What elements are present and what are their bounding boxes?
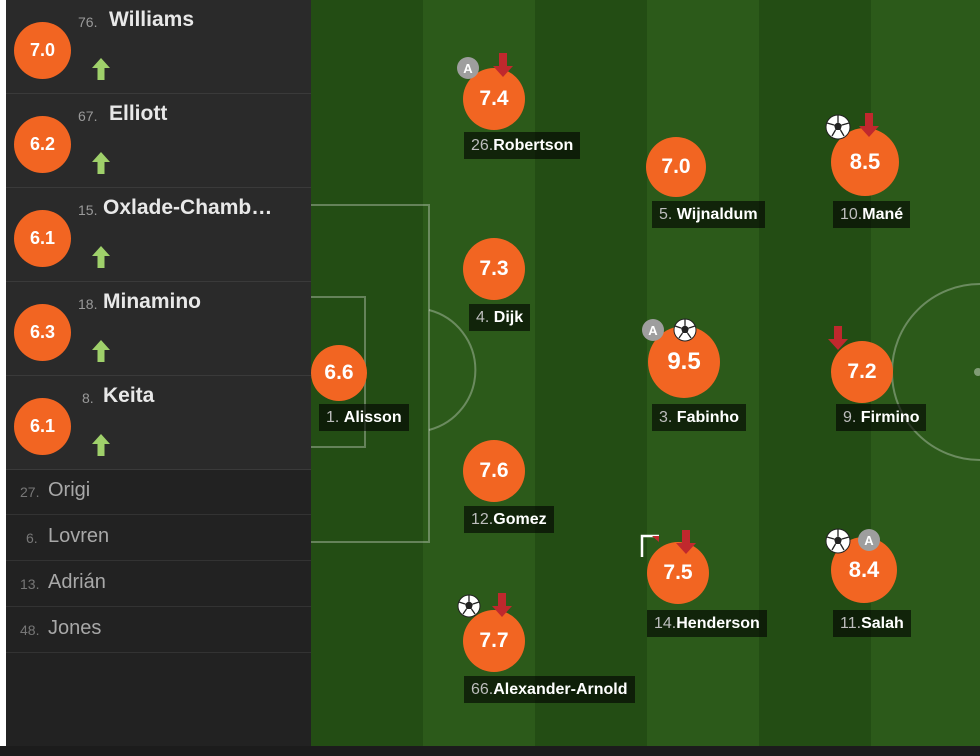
shirt-number: 4.	[476, 309, 490, 326]
shirt-number: 6.	[26, 530, 38, 546]
player-rating-badge: 6.1	[14, 398, 71, 455]
player-rating-badge: 7.7	[463, 610, 525, 672]
player-rating-badge: 6.6	[311, 345, 367, 401]
bottom-bar	[0, 746, 980, 756]
up-arrow-icon	[92, 58, 110, 80]
football-icon	[457, 594, 481, 618]
player-name: Oxlade-Chamb…	[103, 196, 273, 219]
svg-text:A: A	[463, 61, 473, 76]
player-label: 5. Wijnaldum	[652, 201, 765, 228]
player-rating-badge: 6.1	[14, 210, 71, 267]
player-rating-badge: 7.0	[646, 137, 706, 197]
bench-row[interactable]: 48. Jones	[6, 606, 311, 653]
player-name: Williams	[109, 8, 195, 31]
player-label: 10.Mané	[833, 201, 911, 228]
player-name: Keita	[103, 384, 155, 407]
player-name: Alexander-Arnold	[493, 681, 628, 698]
bench-row[interactable]: 13. Adrián	[6, 560, 311, 607]
football-icon	[825, 114, 851, 140]
player-name: Lovren	[48, 525, 110, 547]
up-arrow-icon	[92, 152, 110, 174]
shirt-number: 10.	[840, 206, 863, 223]
player-name: Elliott	[109, 102, 168, 125]
substitute-row[interactable]: 7.0 76. Williams	[6, 0, 311, 94]
player-label: 1. Alisson	[319, 404, 409, 431]
substitute-row[interactable]: 6.1 8. Keita	[6, 376, 311, 470]
player-name: Fabinho	[676, 409, 740, 426]
football-icon	[825, 528, 851, 554]
assist-icon: A	[642, 319, 664, 341]
player-rating-badge: 7.4	[463, 68, 525, 130]
substitute-row[interactable]: 6.1 15. Oxlade-Chamb…	[6, 188, 311, 282]
bench-row[interactable]: 6. Lovren	[6, 514, 311, 561]
player-name: Alisson	[343, 409, 402, 426]
player-label: 14.Henderson	[647, 610, 767, 637]
sub-off-arrow-icon	[859, 113, 879, 137]
shirt-number: 3.	[659, 409, 673, 426]
shirt-number: 14.	[654, 615, 677, 632]
player-label: 66.Alexander-Arnold	[464, 676, 635, 703]
player-name: Jones	[48, 617, 102, 639]
player-name: Mané	[862, 206, 904, 223]
player-rating-badge: 7.6	[463, 440, 525, 502]
up-arrow-icon	[92, 340, 110, 362]
substitute-row[interactable]: 6.2 67. Elliott	[6, 94, 311, 188]
sub-off-arrow-icon	[828, 326, 848, 350]
svg-text:A: A	[648, 323, 658, 338]
shirt-number: 26.	[471, 137, 494, 154]
player-name: Robertson	[493, 137, 574, 154]
sub-off-arrow-icon	[676, 530, 696, 554]
player-name: Wijnaldum	[676, 206, 758, 223]
player-label: 4. Dijk	[469, 304, 531, 331]
corner-flag-icon	[640, 534, 659, 557]
player-rating-badge: 7.0	[14, 22, 71, 79]
bench-row[interactable]: 27. Origi	[6, 468, 311, 515]
player-rating-badge: 6.2	[14, 116, 71, 173]
assist-icon: A	[457, 57, 479, 79]
shirt-number: 12.	[471, 511, 494, 528]
player-label: 11.Salah	[833, 610, 911, 637]
sub-off-arrow-icon	[493, 53, 513, 77]
player-name: Origi	[48, 479, 91, 501]
shirt-number: 18.	[78, 296, 98, 312]
player-label: 26.Robertson	[464, 132, 581, 159]
substitute-row[interactable]: 6.3 18. Minamino	[6, 282, 311, 376]
shirt-number: 27.	[20, 484, 40, 500]
player-rating-badge: 8.5	[831, 128, 899, 196]
player-name: Firmino	[860, 409, 920, 426]
player-name: Gomez	[493, 511, 547, 528]
up-arrow-icon	[92, 434, 110, 456]
shirt-number: 13.	[20, 576, 40, 592]
player-name: Minamino	[103, 290, 201, 313]
up-arrow-icon	[92, 246, 110, 268]
shirt-number: 15.	[78, 202, 98, 218]
player-name: Salah	[861, 615, 904, 632]
assist-icon: A	[858, 529, 880, 551]
player-rating-badge: 7.5	[647, 542, 709, 604]
player-name: Dijk	[493, 309, 524, 326]
shirt-number: 67.	[78, 108, 98, 124]
player-label: 9. Firmino	[836, 404, 927, 431]
shirt-number: 5.	[659, 206, 673, 223]
football-icon	[673, 318, 697, 342]
shirt-number: 1.	[326, 409, 340, 426]
pitch: 6.6 1. Alisson 7.4 A 26.Robertson 7.3 4.…	[311, 0, 980, 746]
shirt-number: 11.	[840, 615, 862, 632]
shirt-number: 8.	[82, 390, 94, 406]
shirt-number: 9.	[843, 409, 857, 426]
sub-off-arrow-icon	[492, 593, 512, 617]
player-rating-badge: 6.3	[14, 304, 71, 361]
shirt-number: 48.	[20, 622, 40, 638]
player-name: Adrián	[48, 571, 106, 593]
svg-text:A: A	[864, 533, 874, 548]
player-rating-badge: 7.3	[463, 238, 525, 300]
player-label: 12.Gomez	[464, 506, 554, 533]
shirt-number: 66.	[471, 681, 494, 698]
player-name: Henderson	[676, 615, 760, 632]
shirt-number: 76.	[78, 14, 98, 30]
player-label: 3. Fabinho	[652, 404, 747, 431]
substitutes-panel: 7.0 76. Williams 6.2 67. Elliott 6.1 15.…	[6, 0, 311, 746]
player-rating-badge: 7.2	[831, 341, 893, 403]
